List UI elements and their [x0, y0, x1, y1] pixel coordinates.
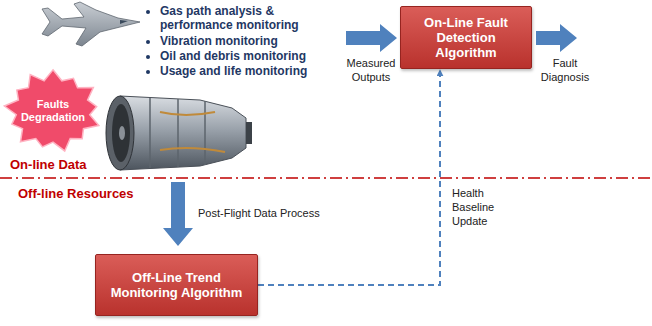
- arrow-label: Post-Flight Data Process: [198, 206, 320, 220]
- arrow-label: Measured Outputs: [340, 56, 402, 84]
- block-arrow: [346, 24, 397, 52]
- fault-starburst: Faults Degradation: [2, 68, 104, 154]
- process-box: Off-Line Trend Monitoring Algorithm: [95, 254, 258, 316]
- block-arrow: [536, 24, 577, 52]
- section-label: On-line Data: [10, 157, 87, 172]
- section-label: Off-line Resources: [18, 186, 134, 201]
- dashed-connector: [258, 70, 440, 285]
- block-arrow: [163, 182, 193, 246]
- divider-line: [0, 177, 652, 179]
- bullet-item: Usage and life monitoring: [160, 64, 338, 78]
- bullet-item: Gas path analysis & performance monitori…: [160, 4, 338, 32]
- starburst-shape: [4, 70, 98, 151]
- edge-label: Health Baseline Update: [452, 186, 516, 228]
- process-box: On-Line Fault Detection Algorithm: [400, 6, 532, 69]
- node-text: Faults Degradation: [19, 98, 87, 124]
- node-text: On-Line Fault Detection Algorithm: [411, 15, 521, 60]
- jet-aircraft: [42, 2, 140, 46]
- bullet-item: Oil and debris monitoring: [160, 49, 338, 63]
- bullet-item: Vibration monitoring: [160, 34, 338, 48]
- arrow-label: Fault Diagnosis: [532, 56, 598, 84]
- node-text: Off-Line Trend Monitoring Algorithm: [106, 270, 247, 300]
- jet-engine: [106, 96, 252, 170]
